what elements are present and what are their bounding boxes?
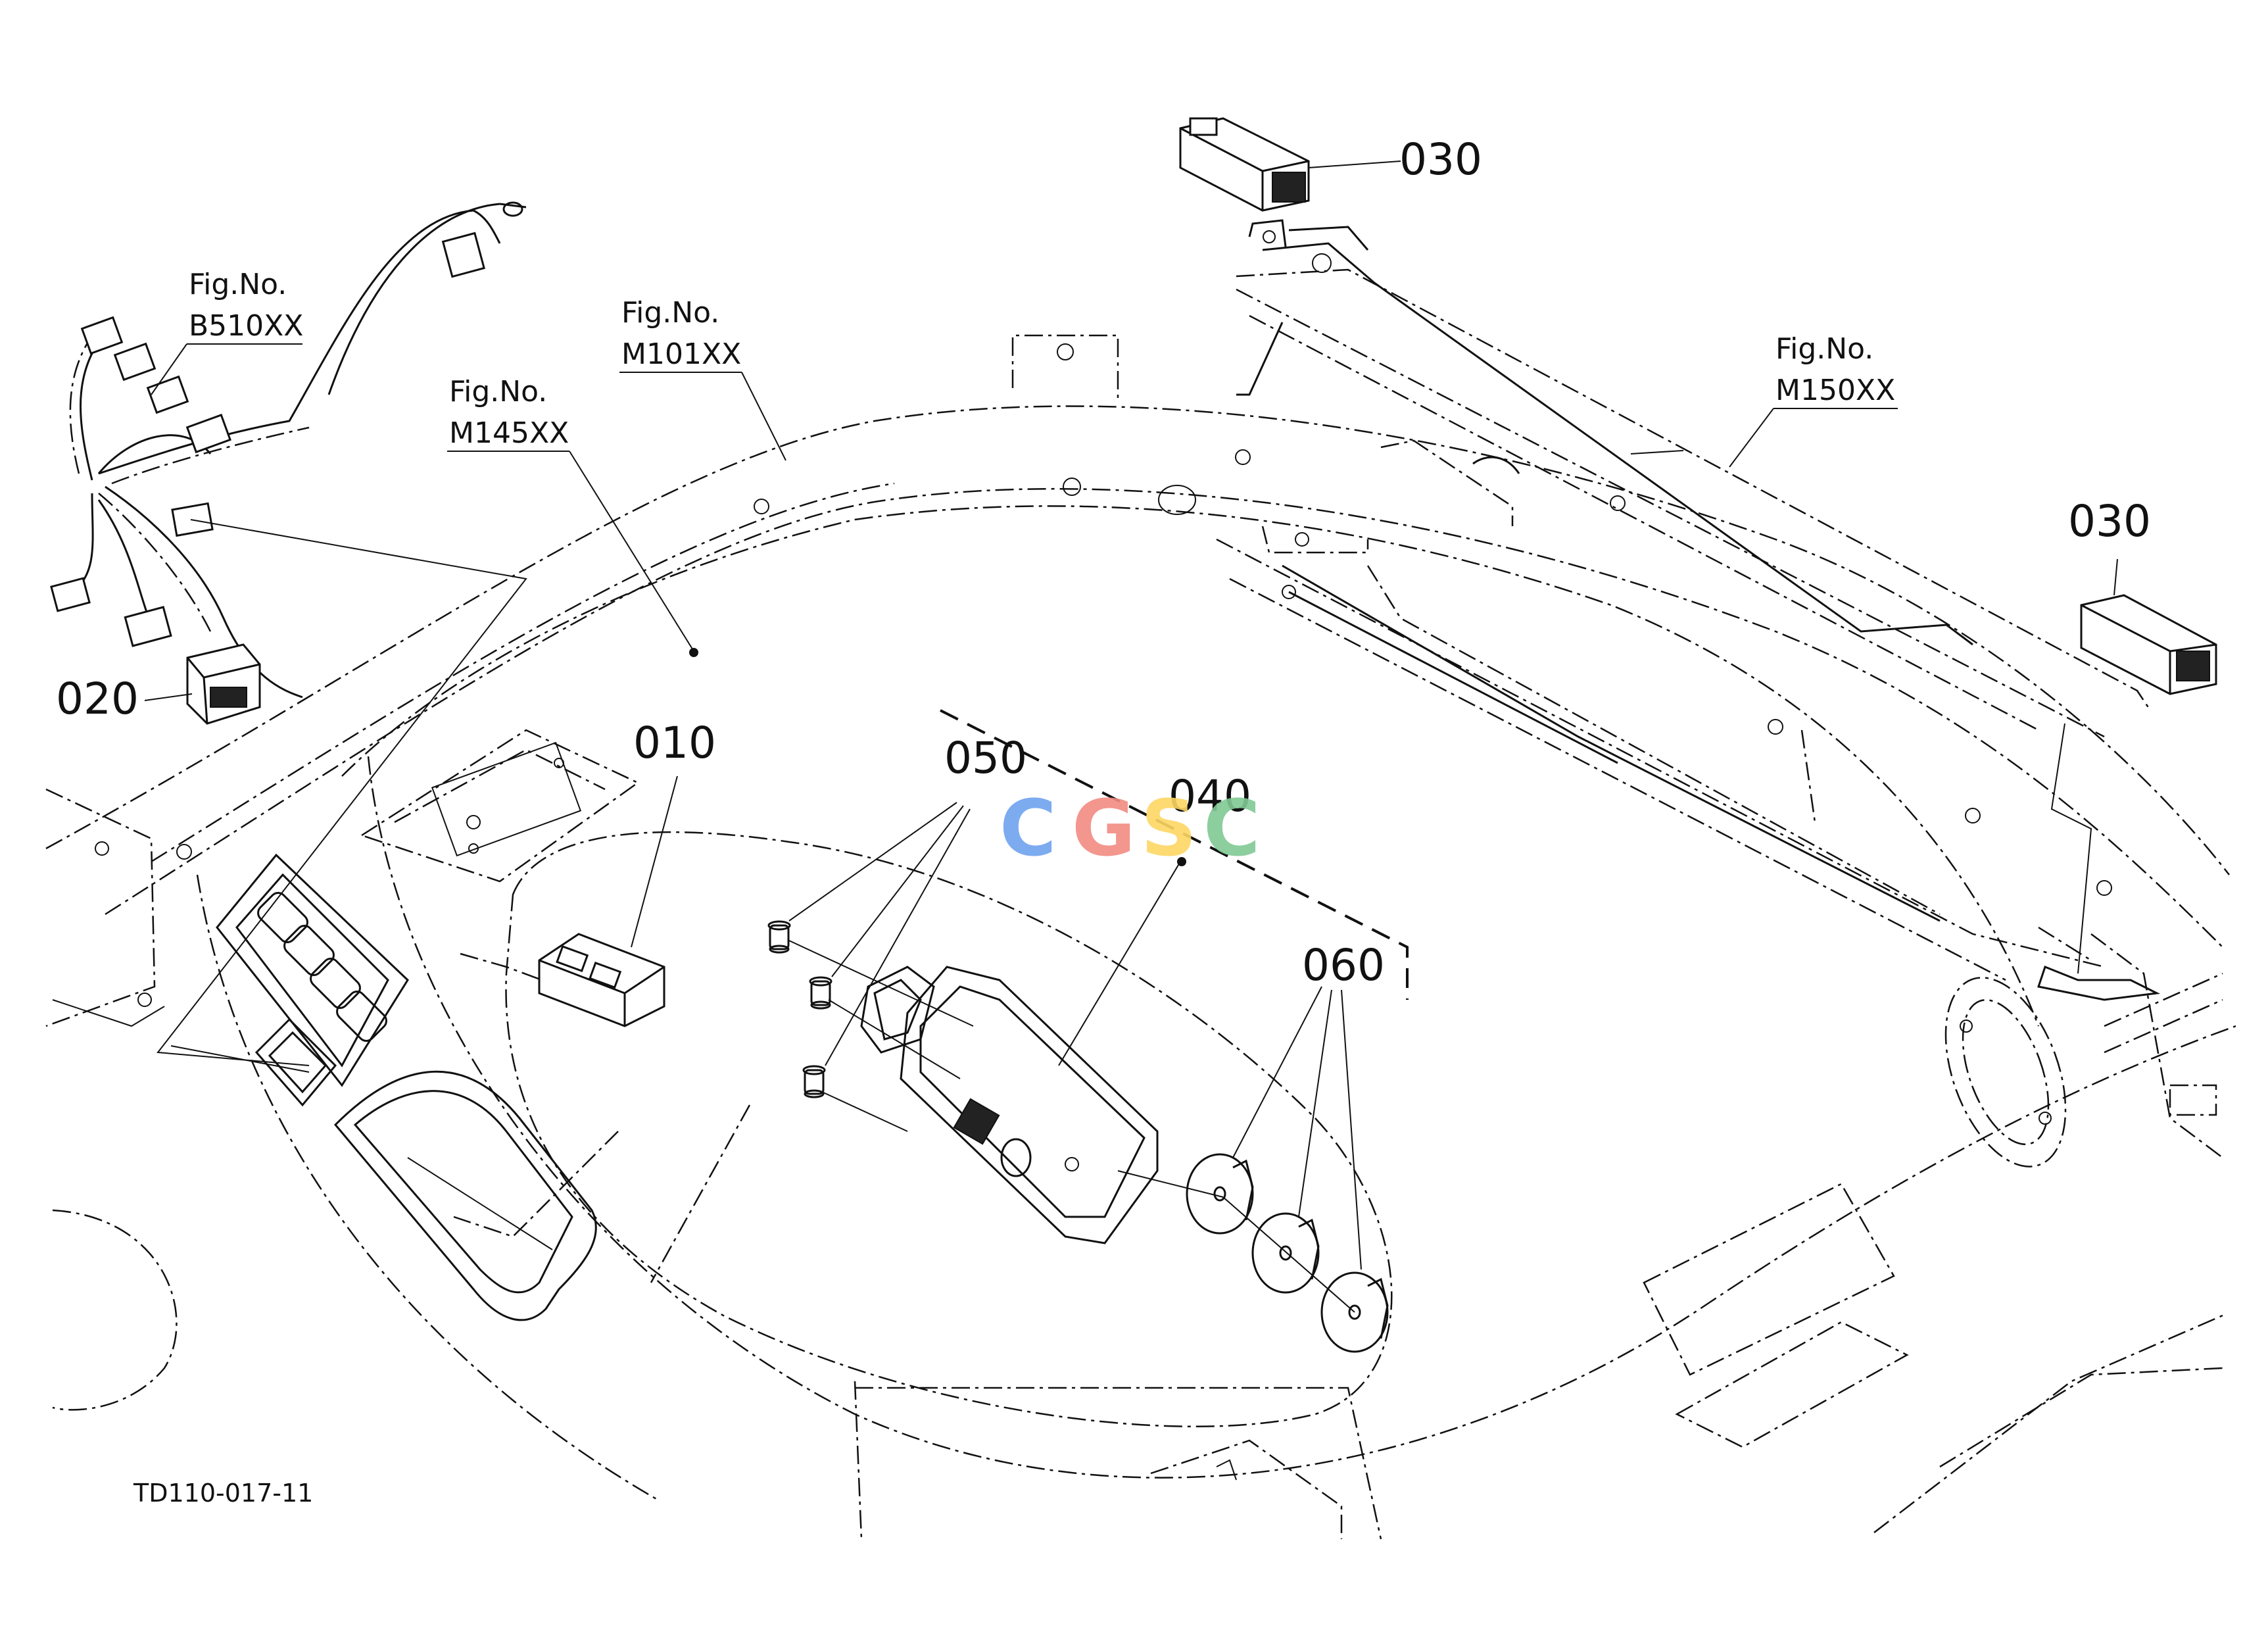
fig-ref-m150: Fig.No. M150XX — [1729, 332, 1898, 468]
fig-ref-b510-code: B510XX — [189, 309, 303, 343]
body-outline — [45, 219, 2236, 1540]
watermark-logo: C G S C — [1000, 783, 1261, 873]
b510-leader-2 — [170, 1045, 310, 1073]
fig-ref-m101-code: M101XX — [621, 337, 741, 371]
drawing-id: TD110-017-11 — [133, 1479, 313, 1508]
callout-020: 020 — [56, 674, 139, 724]
callout-040: 040 — [1169, 771, 1251, 822]
part-050-clips — [767, 802, 974, 1132]
fig-ref-m101-label: Fig.No. — [621, 296, 719, 330]
fig-ref-m150-code: M150XX — [1775, 374, 1895, 407]
group-bracket — [940, 709, 1409, 1000]
watermark-letter-s: S — [1141, 783, 1197, 873]
frame-holes — [176, 449, 2112, 896]
switch-slots — [257, 892, 387, 1042]
fig-ref-m145-label: Fig.No. — [449, 375, 547, 408]
fig-ref-m101: Fig.No. M101XX — [619, 296, 786, 461]
callout-050: 050 — [944, 733, 1027, 783]
part-010-switch — [538, 775, 678, 1027]
callout-030-right: 030 — [2068, 496, 2151, 547]
watermark-letter-g: G — [1072, 783, 1136, 873]
fig-ref-m145: Fig.No. M145XX — [447, 375, 698, 657]
fig-ref-b510-label: Fig.No. — [189, 268, 287, 301]
callout-010: 010 — [633, 718, 716, 768]
fig-ref-m145-code: M145XX — [449, 416, 569, 450]
fig-ref-m150-label: Fig.No. — [1775, 332, 1873, 366]
part-040-room-lamp — [860, 857, 1186, 1244]
callout-060: 060 — [1302, 940, 1385, 991]
callout-030-top: 030 — [1399, 134, 1482, 185]
part-030-leader-right — [2050, 723, 2092, 974]
part-060-caps — [1117, 986, 1389, 1353]
watermark-letter-c1: C — [1000, 783, 1057, 873]
part-020-relay — [144, 643, 261, 725]
watermark-letter-c2: C — [1203, 783, 1261, 873]
fig-ref-b510: Fig.No. B510XX — [151, 268, 303, 395]
b510-leader — [157, 519, 527, 1066]
part-030-connector-top — [1179, 117, 1401, 212]
wire-harness — [50, 201, 527, 699]
part-030-connector-right — [2080, 558, 2217, 695]
